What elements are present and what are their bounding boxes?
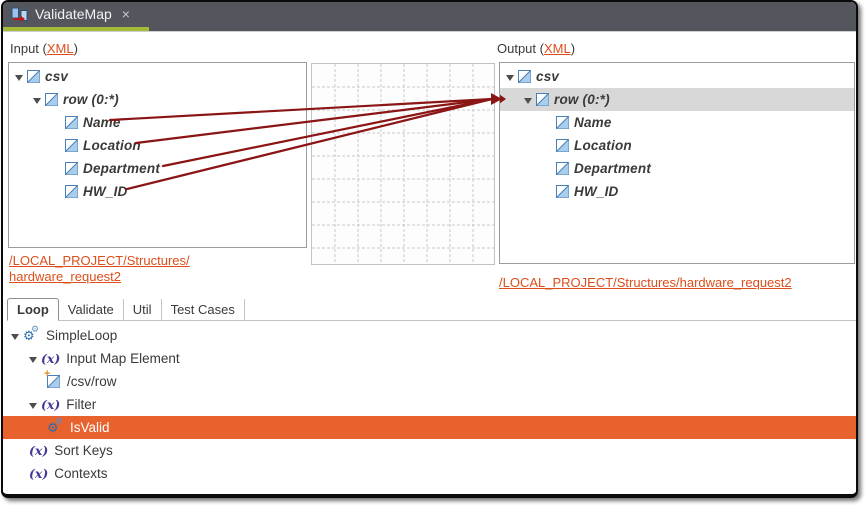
input-structure-path[interactable]: /LOCAL_PROJECT/Structures/ hardware_requ…: [9, 253, 190, 284]
element-icon: [65, 116, 78, 129]
close-icon[interactable]: ×: [121, 5, 130, 22]
element-icon: [65, 162, 78, 175]
collapse-triangle-icon[interactable]: [29, 356, 37, 363]
grid-pattern: [312, 64, 494, 264]
function-tabstrip: Loop Validate Util Test Cases: [7, 298, 856, 321]
output-tree-leaf-hwid[interactable]: HW_ID: [500, 180, 854, 203]
input-schema-panel: csv row (0:*) Name Location Depar: [8, 62, 307, 248]
tab-test-cases[interactable]: Test Cases: [162, 299, 245, 320]
tab-validate[interactable]: Validate: [59, 299, 124, 320]
fx-icon: (x): [29, 443, 49, 458]
input-tree-leaf-location[interactable]: Location: [9, 134, 306, 157]
loop-tree-input-map-element[interactable]: (x) Input Map Element: [3, 347, 856, 370]
collapse-triangle-icon[interactable]: [33, 97, 41, 104]
element-icon: [556, 185, 569, 198]
tab-util[interactable]: Util: [124, 299, 162, 320]
output-structure-path[interactable]: /LOCAL_PROJECT/Structures/hardware_reque…: [499, 275, 792, 290]
input-header: Input (XML): [10, 41, 78, 56]
gears-icon: ⚙⚙: [47, 415, 64, 435]
output-tree-node-csv[interactable]: csv: [500, 65, 854, 88]
output-tree-node-row[interactable]: row (0:*): [500, 88, 854, 111]
collapse-triangle-icon[interactable]: [15, 74, 23, 81]
element-icon: [45, 93, 58, 106]
output-schema-panel: csv row (0:*) Name Location: [499, 62, 855, 264]
input-tree-node-csv[interactable]: csv: [9, 65, 306, 88]
mapper-window: ValidateMap × Input (XML) Output (XML) c…: [1, 0, 858, 498]
loop-tree-sort-keys[interactable]: (x) Sort Keys: [29, 443, 113, 458]
loop-tree-simpleloop[interactable]: ⚙⚙ SimpleLoop: [3, 324, 856, 347]
loop-tree-csv-row[interactable]: + /csv/row: [44, 367, 117, 390]
tab-loop[interactable]: Loop: [7, 298, 59, 321]
element-icon: [65, 185, 78, 198]
collapse-triangle-icon[interactable]: [524, 97, 532, 104]
loop-tree-filter[interactable]: (x) Filter: [3, 393, 856, 416]
element-icon: [518, 70, 531, 83]
fx-icon: (x): [29, 466, 49, 481]
gears-icon: ⚙⚙: [23, 323, 40, 343]
input-xml-link[interactable]: XML: [46, 41, 74, 56]
loop-tree-contexts[interactable]: (x) Contexts: [29, 466, 108, 481]
editor-tab-validatemap[interactable]: ValidateMap ×: [3, 2, 149, 31]
output-tree-leaf-name[interactable]: Name: [500, 111, 854, 134]
editor-tab-title: ValidateMap: [35, 5, 112, 22]
input-tree-node-row[interactable]: row (0:*): [9, 88, 306, 111]
mapper-content: Input (XML) Output (XML) csv row (0:*) N…: [3, 32, 856, 494]
element-icon: [65, 139, 78, 152]
collapse-triangle-icon[interactable]: [506, 74, 514, 81]
map-file-icon: [11, 7, 28, 22]
mapping-canvas[interactable]: [311, 63, 495, 265]
fx-icon: (x): [41, 351, 61, 366]
loop-config-tree: ⚙⚙ SimpleLoop (x) Input Map Element + /c…: [3, 324, 856, 485]
fx-icon: (x): [41, 397, 61, 412]
collapse-triangle-icon[interactable]: [11, 333, 19, 340]
element-icon: [556, 116, 569, 129]
output-header: Output (XML): [497, 41, 576, 56]
new-element-icon: +: [44, 368, 61, 389]
element-icon: [536, 93, 549, 106]
element-icon: [556, 162, 569, 175]
editor-tabbar: ValidateMap ×: [3, 2, 856, 32]
output-tree-leaf-department[interactable]: Department: [500, 157, 854, 180]
element-icon: [556, 139, 569, 152]
input-tree-leaf-name[interactable]: Name: [9, 111, 306, 134]
input-tree-leaf-hwid[interactable]: HW_ID: [9, 180, 306, 203]
collapse-triangle-icon[interactable]: [29, 402, 37, 409]
element-icon: [27, 70, 40, 83]
output-tree-leaf-location[interactable]: Location: [500, 134, 854, 157]
loop-tree-isvalid[interactable]: ⚙⚙ IsValid: [3, 416, 856, 439]
mapping-target-arrow-icon: [500, 94, 506, 104]
input-tree-leaf-department[interactable]: Department: [9, 157, 306, 180]
output-xml-link[interactable]: XML: [543, 41, 571, 56]
